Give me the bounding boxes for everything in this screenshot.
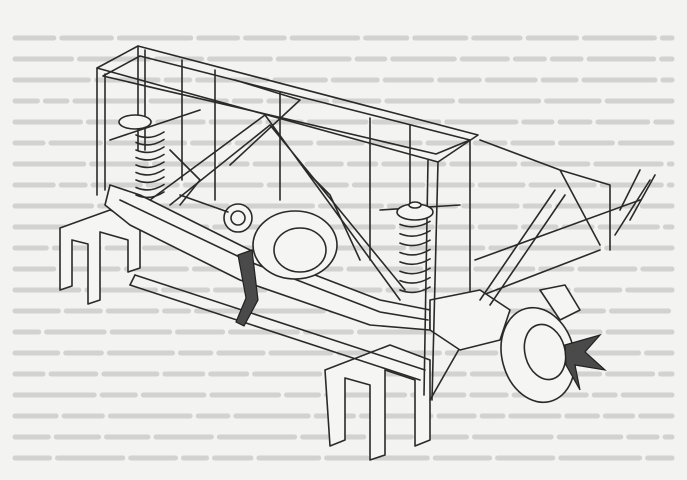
brake-disc-hub (491, 285, 605, 411)
right-channel-bracket (325, 345, 430, 460)
